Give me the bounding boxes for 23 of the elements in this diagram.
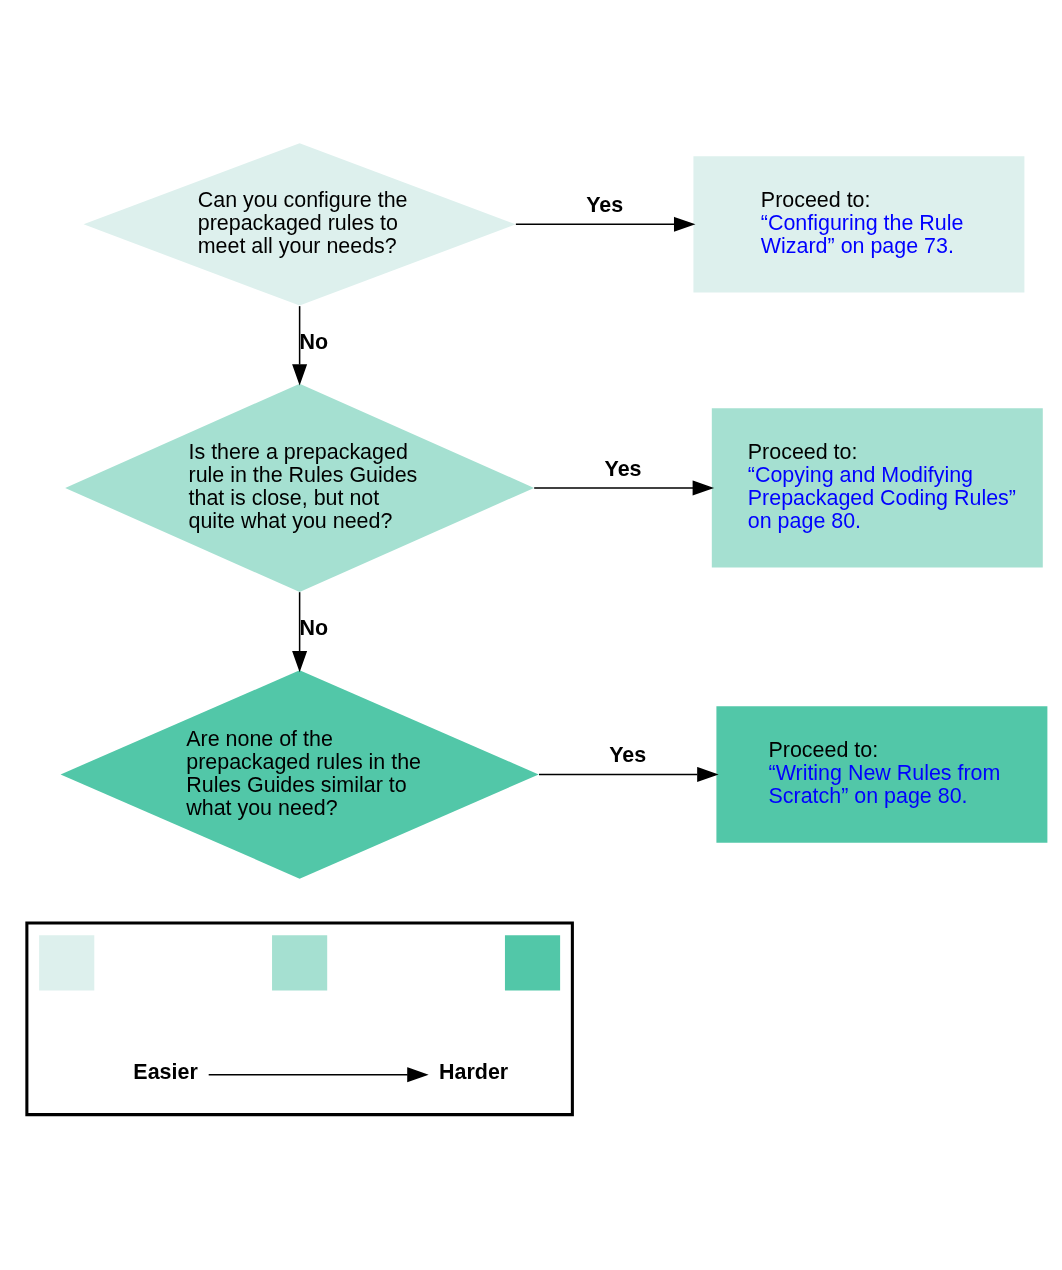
node-box: Proceed to: “Copying and Modifying Prepackaged Coding Rules” on page 80. [711, 408, 1043, 568]
node-box [504, 935, 561, 991]
edge-label: Yes [609, 743, 647, 768]
arrow [207, 1067, 429, 1083]
node-text: Harder [439, 1059, 509, 1084]
edge-label: No [299, 329, 329, 354]
arrow [292, 591, 308, 673]
node-box [39, 935, 95, 991]
arrow [538, 766, 719, 782]
node-diamond: Can you configure the prepackaged rules to meet all your needs? [83, 143, 516, 306]
arrow [515, 216, 696, 232]
node-box: Proceed to: “Writing New Rules from Scratch” on page 80. [716, 706, 1048, 843]
node-box: Proceed to: “Configuring the Rule Wizard” on page 73. [693, 156, 1025, 293]
edge-label: Yes [604, 456, 642, 481]
node-diamond: Is there a prepackaged rule in the Rules Guides that is close, but not quite what you need? [65, 383, 535, 593]
node-box [272, 935, 328, 991]
cluster [25, 921, 574, 1117]
node-diamond: Are none of the prepackaged rules in the Rules Guides similar to what you need? [60, 670, 539, 879]
arrow [533, 480, 715, 496]
edge-label: Yes [586, 193, 624, 218]
node-text: Easier [133, 1059, 198, 1084]
arrow [292, 305, 308, 386]
edge-label: No [299, 616, 329, 641]
